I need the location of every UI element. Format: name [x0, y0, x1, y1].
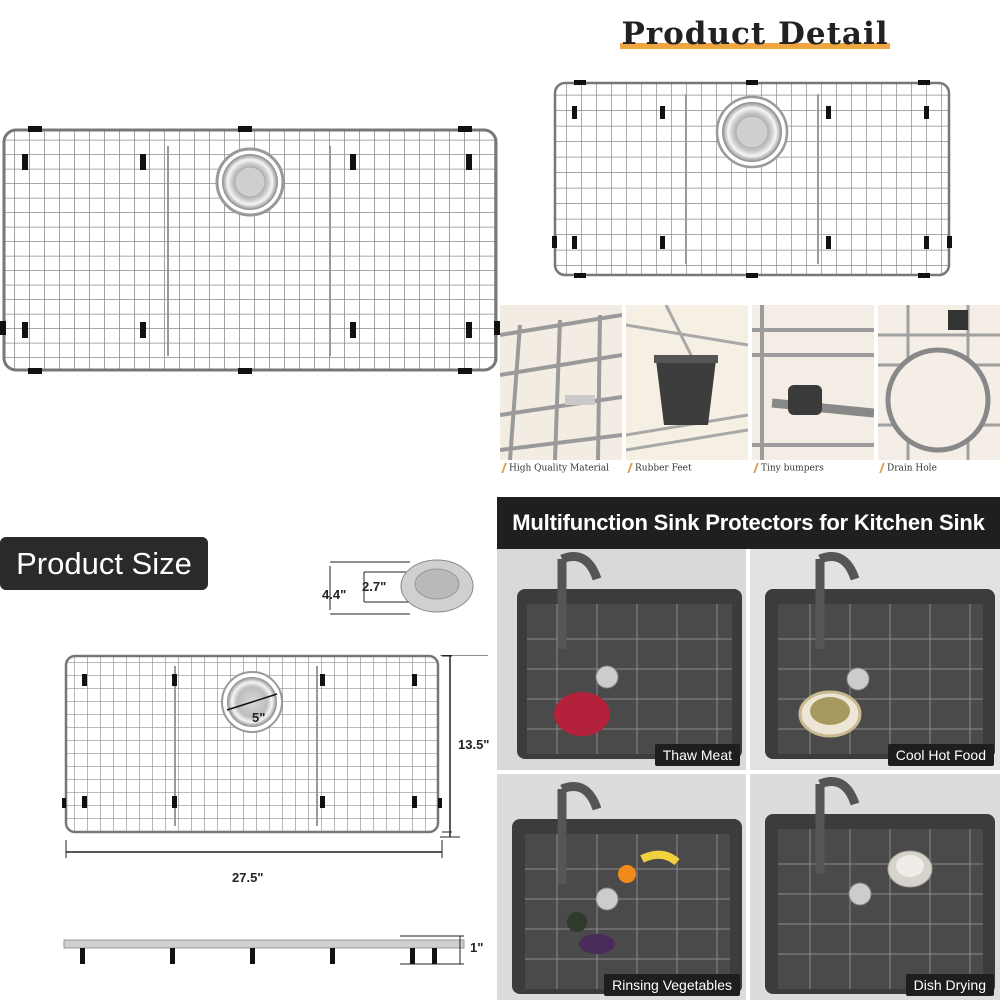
sink-grid-side-profile-image [63, 935, 465, 965]
sink-grid-dimension-image [62, 654, 452, 834]
height-dimension-line [440, 655, 488, 838]
use-label: Cool Hot Food [887, 744, 994, 766]
sink-dish-drying-image [750, 774, 1000, 1000]
bumpers-closeup-image [752, 305, 874, 460]
sink-grid-detail-image [552, 80, 952, 278]
sink-thaw-meat-image [497, 549, 746, 770]
sink-cool-food-image [750, 549, 1000, 770]
use-panel-rinsing-vegetables: Rinsing Vegetables [497, 774, 746, 1000]
dim-inner-drain: 2.7" [362, 579, 387, 594]
strainer-dimension-diagram [329, 559, 474, 615]
dim-width: 27.5" [232, 870, 264, 885]
dim-height: 13.5" [458, 737, 490, 752]
product-detail-title: Product Detail [620, 16, 890, 52]
product-size-label: Product Size [0, 537, 208, 590]
feature-caption: Rubber Feet [629, 463, 692, 474]
drain-hole-closeup-image [878, 305, 1000, 460]
feature-strip: High Quality Material Rubber Feet Tiny b… [500, 305, 1000, 485]
sink-grid-main-image [0, 126, 500, 374]
use-panel-dish-drying: Dish Drying [750, 774, 1000, 1000]
feature-caption: Tiny bumpers [755, 463, 824, 474]
dim-drain-diameter: 5" [252, 710, 266, 725]
dim-outer-drain: 4.4" [322, 587, 347, 602]
use-panel-thaw-meat: Thaw Meat [497, 549, 746, 770]
sink-rinsing-vegetables-image [497, 774, 746, 1000]
feature-caption: High Quality Material [503, 463, 609, 474]
feature-caption: Drain Hole [881, 463, 937, 474]
dim-thickness: 1" [470, 940, 484, 955]
use-label: Thaw Meat [654, 744, 740, 766]
rubber-feet-closeup-image [626, 305, 748, 460]
use-label: Dish Drying [905, 974, 994, 996]
material-closeup-image [500, 305, 622, 460]
use-panel-cool-hot-food: Cool Hot Food [750, 549, 1000, 770]
multifunction-banner: Multifunction Sink Protectors for Kitche… [497, 497, 1000, 549]
use-label: Rinsing Vegetables [604, 974, 740, 996]
width-dimension-line [65, 840, 443, 858]
